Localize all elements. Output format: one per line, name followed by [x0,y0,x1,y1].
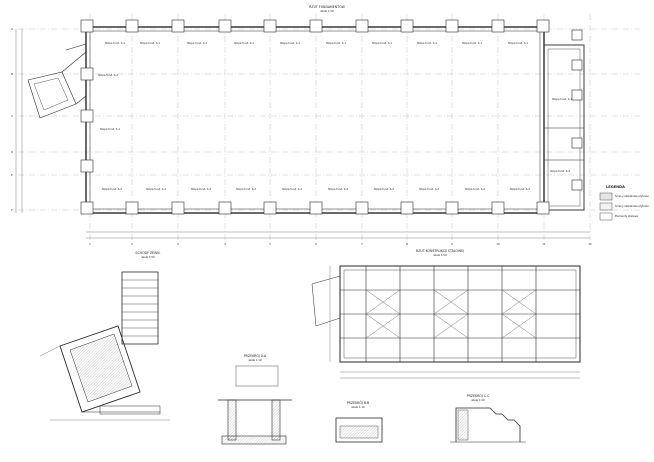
axis-label: 5 [269,242,271,246]
footing-label: Stopa fund. S-1 [100,127,120,131]
axis-label: E [11,173,13,177]
section-b-scale: skala 1:10 [351,405,365,409]
legend-item-label: Ściany żelbetowe płytowe [615,193,649,198]
axis-label: 9 [451,242,453,246]
section-c-wall [457,409,469,441]
footing-label: Stopa fund. S-2 [328,187,348,191]
legend-title: LEGENDA [606,185,625,189]
foundation-plan: RZUT FUNDAMENTÓW skala 1:50 [11,4,640,246]
plan-grid-horizontal [18,28,640,211]
stairs-detail: SCHODY ZEWN. skala 1:50 [39,251,170,421]
footing-label: Stopa fund. S-2 [465,187,485,191]
footing-label: Stopa fund. S-2 [510,187,530,191]
section-a-note-box [235,365,279,387]
stairs-scale: skala 1:50 [141,255,155,259]
footing-labels-lower: Stopa fund. S-2 Stopa fund. S-2 Stopa fu… [98,73,570,191]
steel-annex [311,275,341,327]
axis-label: C [11,114,13,118]
axis-label: A [11,27,13,31]
axis-label: 12 [588,242,592,246]
axis-label: 6 [315,242,317,246]
section-a: PRZEKRÓJ A-A skala 1:10 [218,353,292,445]
footing-label: Stopa fund. S-2 [550,169,570,173]
plan-footings-side [80,29,583,191]
legend-swatch [599,192,613,201]
stairs-treads [122,279,158,337]
axis-label: 2 [131,242,133,246]
plan-dimension-bottom [86,231,590,239]
footing-label: Stopa fund. S-1 [462,41,482,45]
section-c-title: PRZEKRÓJ C-C [467,393,490,398]
axis-label: 3 [177,242,179,246]
footing-label: Stopa fund. S-2 [419,187,439,191]
legend-item-label: Elementy stalowe [615,214,638,218]
stairs-flight [121,271,159,345]
axis-label: D [11,150,13,154]
footing-label: Stopa fund. S-2 [102,187,122,191]
footing-label: Stopa fund. S-1 [140,41,160,45]
footing-label: Stopa fund. S-1 [552,97,572,101]
footing-label: Stopa fund. S-1 [105,41,125,45]
steel-scale: skala 1:50 [433,253,447,257]
section-a-scale: skala 1:10 [248,358,262,362]
stairs-title: SCHODY ZEWN. [135,251,160,255]
section-a-footing [221,435,287,445]
footing-label: Stopa fund. S-2 [236,187,256,191]
section-c: PRZEKRÓJ C-C skala 1:10 [450,393,526,443]
section-b: PRZEKRÓJ B-B skala 1:10 [335,400,383,443]
footing-label: Stopa fund. S-1 [326,41,346,45]
section-b-body [335,417,383,443]
section-b-fill [339,425,379,439]
section-b-title: PRZEKRÓJ B-B [347,400,370,405]
axis-label: 1 [89,242,91,246]
plan-walls [85,26,585,214]
plan-footings-top [80,19,550,33]
footing-label: Stopa fund. S-2 [191,187,211,191]
steel-dimension [329,266,580,379]
plan-scale: skala 1:50 [320,9,334,13]
plan-grid-vertical [89,14,591,240]
footing-label: Stopa fund. S-2 [146,187,166,191]
legend-swatch [599,202,613,211]
steel-beams-horizontal [340,289,580,339]
footing-label: Stopa fund. S-1 [187,41,207,45]
footing-label: Stopa fund. S-2 [282,187,302,191]
footing-label: Stopa fund. S-1 [417,41,437,45]
section-a-wall-right [271,399,281,441]
stairs-landing [59,325,141,413]
section-c-profile [455,407,521,442]
footing-label: Stopa fund. S-1 [280,41,300,45]
footing-label: Stopa fund. S-1 [234,41,254,45]
section-a-title: PRZEKRÓJ A-A [244,353,267,358]
footing-label: Stopa fund. S-2 [98,73,118,77]
steel-title: RZUT KONSTRUKCJI STALOWEJ [416,249,464,253]
axis-label: 8 [406,242,408,246]
section-c-scale: skala 1:10 [471,398,485,402]
footing-labels-upper: Stopa fund. S-1 Stopa fund. S-1 Stopa fu… [100,41,572,131]
axis-label: 7 [361,242,363,246]
footing-label: Stopa fund. S-1 [372,41,392,45]
legend: LEGENDA Ściany żelbetowe płytowe Ściany … [599,185,649,221]
stairs-dim [39,345,61,357]
footing-label: Stopa fund. S-2 [374,187,394,191]
legend-swatch [599,212,613,221]
plan-stair-annex [27,43,87,119]
axis-label: B [11,72,13,76]
axis-label: 11 [542,242,546,246]
footing-label: Stopa fund. S-1 [508,41,528,45]
axis-label: 10 [496,242,500,246]
stairs-base-wall [99,405,161,415]
plan-axis-labels: 1 2 3 4 5 6 7 8 9 10 11 12 A B C D E F [11,27,592,246]
steel-bracing [365,289,537,339]
axis-label: F [11,208,13,212]
plan-footings-bottom [80,201,550,215]
plan-dimension-left [15,29,23,213]
axis-label: 4 [224,242,226,246]
plan-title: RZUT FUNDAMENTÓW [309,4,345,9]
legend-item-label: Ściany żelbetowe płytowe [615,203,649,208]
section-a-wall-left [227,399,237,441]
steel-plan: RZUT KONSTRUKCJI STALOWEJ skala 1:50 [311,249,581,379]
stairs-landing-inner [69,333,133,403]
